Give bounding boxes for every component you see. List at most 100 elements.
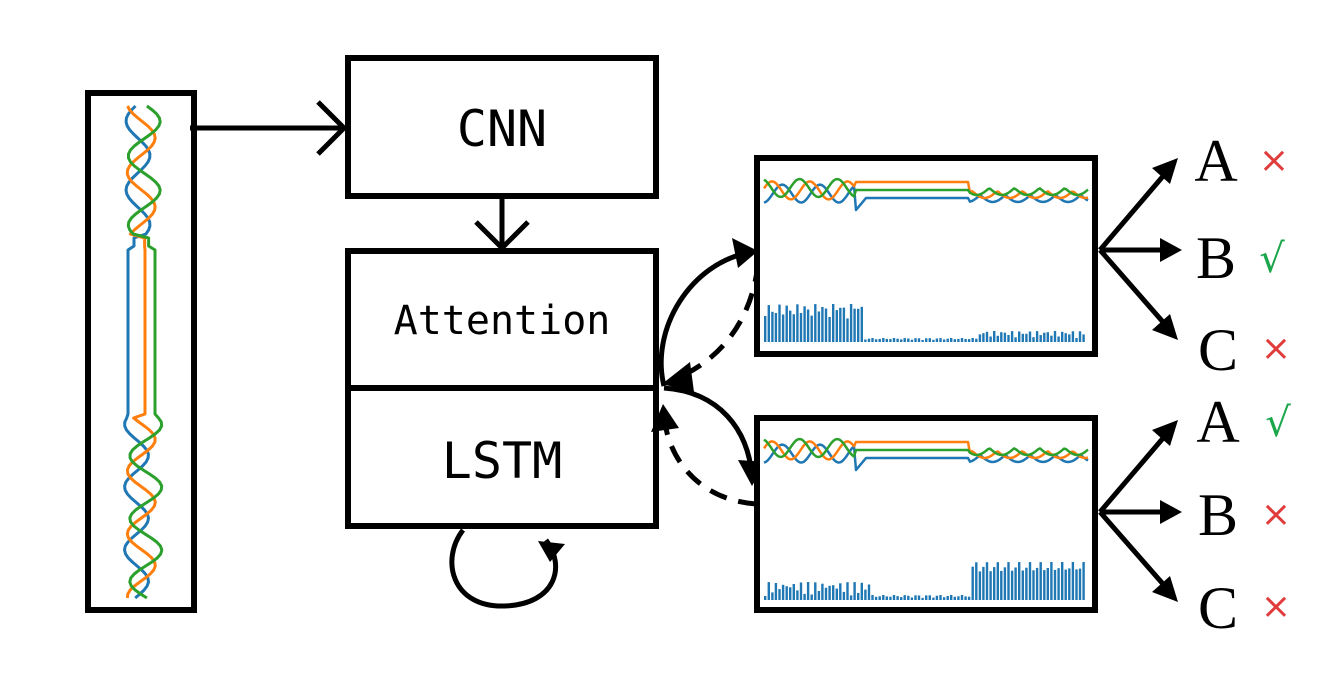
top-attention-bar: [953, 339, 956, 342]
lstm-label: LSTM: [442, 432, 562, 490]
top-attention-bar: [1050, 335, 1053, 342]
bottom-attention-bar: [1075, 569, 1078, 600]
top-attention-bar: [892, 338, 896, 342]
top-attention-bar: [842, 307, 846, 342]
top-attention-bar: [871, 338, 874, 342]
top-output-a-wrong-icon: ×: [1259, 140, 1289, 181]
bottom-attention-bar: [928, 595, 931, 600]
bottom-attention-bar: [789, 587, 792, 600]
top-output-c-wrong-icon: ×: [1261, 328, 1291, 369]
top-attention-bar: [939, 338, 942, 342]
bottom-attention-bar: [939, 595, 942, 600]
bottom-attention-bar: [975, 562, 978, 600]
bottom-attention-bar: [860, 582, 863, 600]
top-attention-bar: [792, 314, 795, 342]
bottom-attention-bar: [821, 583, 824, 600]
bottom-attention-bar: [806, 582, 810, 600]
top-attention-bar: [993, 331, 996, 342]
bottom-attention-bar: [1057, 568, 1060, 600]
top-attention-bar: [1061, 331, 1064, 342]
input-signal-traces: [123, 104, 164, 600]
top-attention-bar: [1057, 336, 1060, 342]
bottom-outputs: A √ B × C ×: [1196, 389, 1291, 641]
top-attention-bar: [767, 305, 770, 342]
bottom-attention-bar: [882, 595, 885, 600]
bottom-attention-bar: [989, 571, 992, 600]
cnn-label: CNN: [457, 100, 547, 158]
top-attention-bar: [774, 313, 778, 342]
top-attention-bar: [789, 310, 792, 342]
bottom-attention-bar: [985, 562, 989, 600]
bottom-attention-bar: [1053, 569, 1057, 600]
top-attention-bar: [864, 339, 867, 342]
input-trace-green: [126, 104, 164, 600]
top-attention-bar: [846, 318, 849, 342]
top-attention-bar: [814, 304, 817, 342]
bottom-output-c-wrong-icon: ×: [1261, 586, 1291, 627]
top-attention-bar: [1078, 331, 1082, 342]
bottom-attention-bar: [885, 596, 888, 600]
top-attention-bar: [935, 338, 939, 342]
top-attention-bar: [1018, 331, 1021, 342]
top-attention-bar: [835, 310, 838, 342]
bottom-attention-bar: [1050, 562, 1053, 600]
bottom-attention-bar: [925, 595, 928, 600]
top-attention-bar: [1035, 331, 1039, 342]
bottom-attention-bar: [917, 595, 921, 600]
bottom-attention-bar: [771, 592, 774, 600]
bottom-output-a-letter: A: [1196, 389, 1239, 455]
bottom-attention-bar: [1028, 562, 1032, 600]
top-attention-bar: [778, 304, 781, 342]
top-attention-bar: [1068, 334, 1071, 342]
bottom-attention-bar: [846, 582, 849, 600]
top-attention-bar: [982, 333, 985, 342]
bottom-attention-bar: [832, 585, 835, 600]
top-attention-bar: [885, 338, 888, 342]
bottom-attention-bar: [1014, 567, 1017, 600]
top-attention-bar: [989, 336, 992, 342]
bottom-attention-bar: [767, 582, 770, 600]
bottom-attention-bar: [774, 583, 778, 600]
top-attention-bar: [839, 307, 842, 342]
top-attention-bar: [942, 339, 946, 342]
top-attention-bar: [1046, 332, 1049, 342]
top-attention-bar: [806, 309, 810, 342]
arrow-to-top-plot: [658, 249, 753, 387]
bottom-attention-bar: [810, 594, 813, 600]
bottom-attention-bar: [799, 582, 803, 600]
top-attention-bar: [1053, 331, 1057, 342]
bottom-output-c-letter: C: [1198, 575, 1238, 641]
bottom-attention-bar: [1043, 570, 1046, 600]
bottom-attention-bar: [1025, 567, 1028, 600]
bottom-attention-bar: [953, 596, 956, 600]
bottom-attention-bar: [978, 571, 982, 600]
bottom-trace-orange: [762, 440, 1089, 461]
bottom-attention-bar: [907, 595, 910, 600]
arrow-from-bottom-plot: [661, 415, 757, 507]
top-trace-orange: [762, 180, 1089, 201]
top-attention-bar: [1014, 337, 1017, 342]
bottom-attention-bar: [993, 567, 996, 600]
top-attention-bar: [817, 311, 821, 342]
bottom-output-b-letter: B: [1198, 482, 1238, 548]
bottom-attention-bar: [828, 585, 831, 600]
top-output-b-letter: B: [1196, 225, 1236, 291]
top-attention-bar: [1000, 332, 1003, 342]
bottom-attention-bar: [1000, 570, 1003, 600]
bottom-output-b-wrong-icon: ×: [1261, 494, 1291, 535]
top-attention-bar: [1064, 333, 1067, 342]
top-attention-bar: [874, 339, 878, 342]
bottom-attention-bar: [889, 596, 892, 600]
bottom-attention-bar: [853, 582, 856, 600]
top-attention-bar: [771, 311, 774, 342]
bottom-attention-bar: [764, 596, 767, 600]
bottom-attention-bar: [796, 590, 799, 600]
bottom-attention-bar: [971, 566, 974, 600]
bottom-attention-bar: [892, 595, 896, 600]
top-attention-bar: [996, 335, 999, 342]
bottom-attention-bar: [1078, 568, 1082, 600]
top-attention-bar: [889, 339, 892, 342]
top-attention-bar: [917, 338, 921, 342]
